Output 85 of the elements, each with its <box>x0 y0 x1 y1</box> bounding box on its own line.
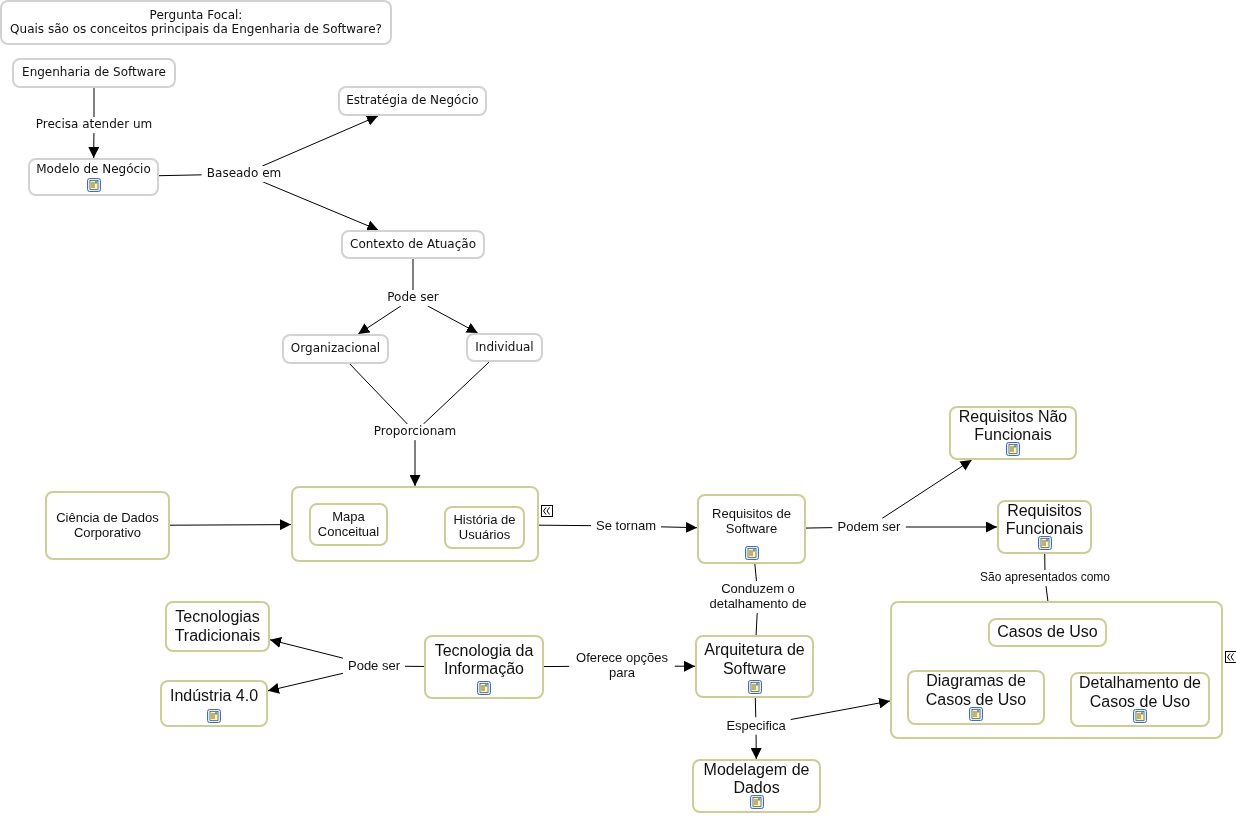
linking-phrase-text: Especifica <box>725 718 787 734</box>
node-label: Estratégia de Negócio <box>345 94 480 108</box>
group-box <box>291 486 539 562</box>
arrow <box>674 660 696 672</box>
concept-box <box>309 503 388 546</box>
arrow <box>790 697 891 721</box>
node-label: Diagramas de Casos de Uso <box>924 672 1028 709</box>
linking-phrase-text: São apresentados como <box>978 571 1112 585</box>
linking-phrase-text: Pode ser <box>386 291 440 305</box>
concept-box <box>12 58 176 88</box>
arrow <box>409 439 421 487</box>
linking-phrase-text: Baseado em <box>205 167 283 181</box>
arrow <box>904 521 998 533</box>
linking-phrase-text: Precisa atender um <box>34 118 154 132</box>
concept-box <box>341 230 485 259</box>
arrow <box>660 521 698 533</box>
connector-line <box>349 363 408 425</box>
node-label: Tecnologias Tradicionais <box>173 608 262 645</box>
connector-line <box>538 524 592 527</box>
linking-phrase-text: Podem ser <box>836 519 902 535</box>
concept-box <box>907 670 1045 725</box>
connector-line <box>422 361 490 425</box>
connector-line <box>1045 585 1049 602</box>
focus-question-heading: Pergunta Focal: <box>148 8 244 23</box>
connector-line <box>755 612 758 636</box>
arrow <box>169 519 292 531</box>
connector-line <box>805 527 834 529</box>
arrow <box>261 115 379 167</box>
concept-box <box>338 86 487 116</box>
concept-box <box>444 506 525 549</box>
arrow <box>881 459 973 520</box>
concept-box <box>988 618 1107 647</box>
concept-box <box>160 680 268 727</box>
arrow <box>262 181 379 231</box>
node-label: Indústria 4.0 <box>168 687 260 706</box>
linking-phrase-text: Oferece opções para <box>575 651 669 681</box>
group-box <box>890 601 1223 739</box>
node-label: Arquitetura de Software <box>703 641 806 678</box>
connector-line <box>412 258 414 291</box>
node-label: Requisitos Funcionais <box>1004 501 1085 539</box>
focus-question-box <box>0 0 392 45</box>
node-label: Requisitos Não Funcionais <box>957 407 1069 445</box>
node-label: Contexto de Atuação <box>349 237 477 252</box>
node-label: Casos de Uso <box>996 623 1099 642</box>
arrow <box>88 132 100 159</box>
connector-line <box>754 697 757 719</box>
concept-box <box>45 491 170 560</box>
connector-line <box>158 174 203 177</box>
connector-line <box>404 665 425 667</box>
connector-line <box>543 665 570 668</box>
concept-box <box>697 494 806 564</box>
concept-box <box>695 635 814 698</box>
connector-line <box>1044 553 1046 571</box>
concept-box <box>282 334 389 364</box>
concept-box <box>997 500 1092 554</box>
arrow <box>269 637 344 659</box>
node-label: Ciência de Dados Corporativo <box>55 510 160 541</box>
node-label: Individual <box>474 340 535 355</box>
node-label: Mapa Conceitual <box>316 509 381 540</box>
node-label: Quais são os conceitos principais da Engenharia de Software? <box>9 22 383 37</box>
node-label: Detalhamento de Casos de Uso <box>1078 674 1202 711</box>
node-label: Modelagem de Dados <box>702 760 811 798</box>
connector-line <box>93 87 95 118</box>
node-label: História de Usuários <box>452 512 517 543</box>
node-label: Modelo de Negócio <box>35 163 152 177</box>
arrow <box>750 733 762 760</box>
arrow <box>267 672 344 694</box>
linking-phrase-text: Se tornam <box>595 518 657 534</box>
linking-phrase-text: Proporcionam <box>372 425 458 439</box>
concept-box <box>949 406 1077 460</box>
arrow <box>427 305 479 334</box>
concept-box <box>424 635 544 699</box>
arrow <box>357 305 402 335</box>
concept-box <box>1070 672 1210 727</box>
node-label: Engenharia de Software <box>21 66 167 80</box>
node-label: Organizacional <box>289 342 382 356</box>
node-label: Requisitos de Software <box>711 507 792 537</box>
linking-phrase-text: Conduzem o detalhamento de <box>708 582 808 612</box>
concept-box <box>466 333 543 362</box>
concept-box <box>692 759 821 813</box>
concept-box <box>165 601 270 652</box>
node-label: Tecnologia da Informação <box>433 641 535 679</box>
concept-box <box>28 158 159 196</box>
connector-line <box>754 563 757 582</box>
linking-phrase-text: Pode ser <box>347 658 401 674</box>
